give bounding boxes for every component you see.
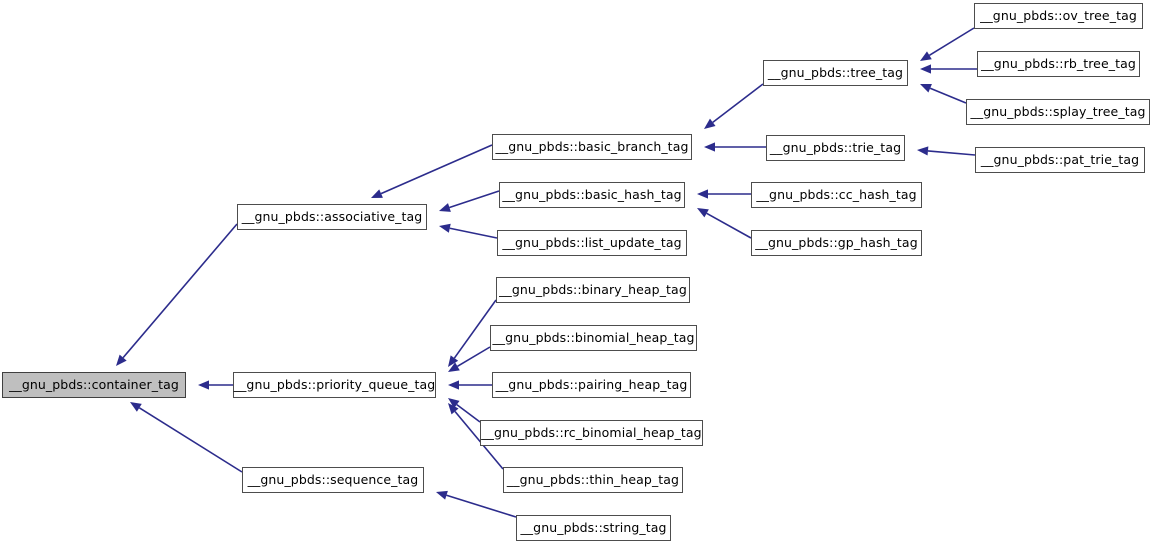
node-label: __gnu_pbds::string_tag [520,519,667,535]
node-sequence_tag[interactable]: __gnu_pbds::sequence_tag [242,467,424,493]
node-tree_tag[interactable]: __gnu_pbds::tree_tag [763,60,908,86]
inheritance-edge [371,144,493,198]
edge-arrowhead [448,380,459,390]
edge-arrowhead [439,223,451,233]
edge-arrowhead [697,189,708,199]
node-label: __gnu_pbds::associative_tag [241,208,423,224]
edge-arrowhead [704,118,716,129]
inheritance-edge [439,223,498,239]
node-binary_heap_tag[interactable]: __gnu_pbds::binary_heap_tag [496,277,690,303]
edge-arrowhead [130,402,142,412]
inheritance-edge [116,223,238,366]
edge-arrowhead [697,208,709,218]
inheritance-edge [448,380,492,390]
node-list_update_tag[interactable]: __gnu_pbds::list_update_tag [497,230,687,256]
node-gp_hash_tag[interactable]: __gnu_pbds::gp_hash_tag [751,230,922,256]
inheritance-edge [198,380,233,390]
node-trie_tag[interactable]: __gnu_pbds::trie_tag [766,135,905,161]
edge-arrowhead [116,354,127,366]
edge-line [929,87,967,104]
inheritance-edge [920,83,967,104]
node-priority_queue_tag[interactable]: __gnu_pbds::priority_queue_tag [233,372,436,398]
node-label: __gnu_pbds::thin_heap_tag [506,471,680,487]
node-label: __gnu_pbds::pairing_heap_tag [495,376,688,392]
edge-arrowhead [436,490,448,500]
node-label: __gnu_pbds::list_update_tag [502,234,682,250]
node-label: __gnu_pbds::rb_tree_tag [981,55,1136,71]
node-string_tag[interactable]: __gnu_pbds::string_tag [516,515,671,541]
node-label: __gnu_pbds::binomial_heap_tag [492,329,695,345]
edge-arrowhead [448,355,459,367]
node-label: __gnu_pbds::trie_tag [769,139,902,155]
edge-arrowhead [448,403,459,415]
edge-arrowhead [439,203,451,212]
node-label: __gnu_pbds::cc_hash_tag [756,186,917,202]
node-thin_heap_tag[interactable]: __gnu_pbds::thin_heap_tag [503,467,683,493]
node-basic_hash_tag[interactable]: __gnu_pbds::basic_hash_tag [499,182,685,208]
inheritance-edge [920,64,977,74]
edge-line [927,150,976,156]
inheritance-edge [697,189,751,199]
edge-line [712,83,764,123]
node-label: __gnu_pbds::tree_tag [767,64,904,80]
node-label: __gnu_pbds::ov_tree_tag [980,7,1137,23]
inheritance-edge [697,208,752,239]
edge-line [449,190,500,209]
edge-arrowhead [920,51,932,61]
edge-line [449,227,498,239]
node-cc_hash_tag[interactable]: __gnu_pbds::cc_hash_tag [751,182,922,208]
node-associative_tag[interactable]: __gnu_pbds::associative_tag [237,204,427,230]
node-container_tag[interactable]: __gnu_pbds::container_tag [2,372,186,398]
edge-arrowhead [198,380,209,390]
node-label: __gnu_pbds::container_tag [9,376,179,392]
inheritance-edge [917,146,976,156]
node-label: __gnu_pbds::binary_heap_tag [499,281,687,297]
node-label: __gnu_pbds::basic_branch_tag [495,138,689,154]
node-pat_trie_tag[interactable]: __gnu_pbds::pat_trie_tag [975,147,1145,173]
node-label: __gnu_pbds::rc_binomial_heap_tag [481,424,702,440]
edge-line [928,27,975,56]
inheritance-edge [448,398,481,423]
node-splay_tree_tag[interactable]: __gnu_pbds::splay_tree_tag [966,99,1150,125]
edge-line [380,144,493,195]
inheritance-edge [448,346,491,372]
inheritance-edge [704,142,766,152]
node-rc_binomial_heap_tag[interactable]: __gnu_pbds::rc_binomial_heap_tag [480,420,703,446]
edge-arrowhead [448,398,460,409]
node-label: __gnu_pbds::priority_queue_tag [233,376,436,392]
node-pairing_heap_tag[interactable]: __gnu_pbds::pairing_heap_tag [492,372,691,398]
edge-line [456,403,481,423]
edge-line [446,494,517,518]
edge-line [138,407,243,473]
inheritance-edge [439,190,500,212]
edge-line [706,212,752,239]
node-label: __gnu_pbds::basic_hash_tag [502,186,682,202]
edge-arrowhead [448,362,460,372]
node-rb_tree_tag[interactable]: __gnu_pbds::rb_tree_tag [977,51,1140,77]
node-label: __gnu_pbds::pat_trie_tag [980,151,1140,167]
inheritance-edge [130,402,243,473]
edge-line [122,223,238,359]
edge-arrowhead [920,83,932,93]
node-basic_branch_tag[interactable]: __gnu_pbds::basic_branch_tag [492,134,692,160]
inheritance-edge [920,27,975,61]
inheritance-edge [704,83,764,129]
edge-arrowhead [371,189,383,198]
node-label: __gnu_pbds::sequence_tag [247,471,419,487]
inheritance-edge [436,490,517,518]
edge-arrowhead [704,142,715,152]
node-label: __gnu_pbds::gp_hash_tag [755,234,918,250]
node-binomial_heap_tag[interactable]: __gnu_pbds::binomial_heap_tag [490,325,697,351]
edge-line [457,346,491,368]
node-label: __gnu_pbds::splay_tree_tag [970,103,1146,119]
edge-arrowhead [917,146,929,156]
node-ov_tree_tag[interactable]: __gnu_pbds::ov_tree_tag [974,3,1143,29]
edge-arrowhead [920,64,931,74]
